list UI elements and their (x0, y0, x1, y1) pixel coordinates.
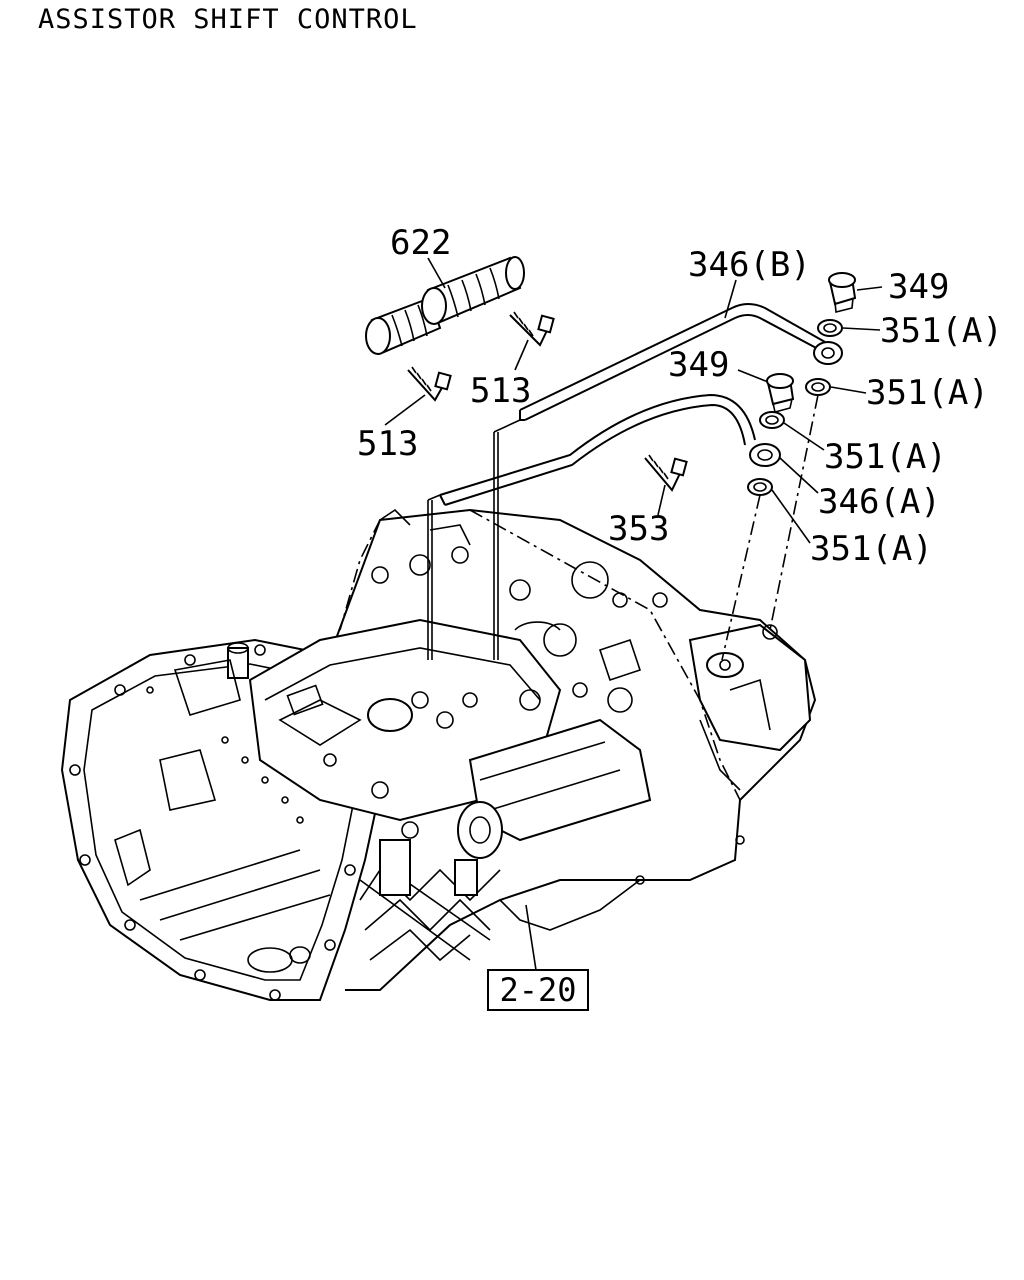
gasket-351a-4 (747, 478, 773, 496)
part-label-351a-1: 351(A) (880, 311, 1003, 351)
part-label-353: 353 (608, 509, 669, 549)
gasket-351a-1 (817, 319, 843, 337)
eye-bolt-349-lower (766, 373, 795, 413)
part-label-351a-2: 351(A) (866, 373, 989, 413)
transmission-housing (60, 508, 817, 1001)
hose-sleeve-622 (365, 256, 525, 355)
part-label-351a-4: 351(A) (810, 529, 933, 569)
page-title: ASSISTOR SHIFT CONTROL (38, 4, 418, 35)
gasket-351a-2 (805, 378, 831, 396)
reference-label[interactable]: 2-20 (499, 971, 576, 1009)
clip-513-upper (509, 311, 555, 347)
part-label-346b: 346(B) (688, 245, 811, 285)
part-label-513-upper: 513 (470, 371, 531, 411)
eye-bolt-349-upper (828, 272, 857, 314)
reference-box[interactable]: 2-20 (487, 969, 589, 1011)
pipe-346b (493, 303, 826, 660)
clip-513-lower (407, 366, 452, 402)
clip-353 (644, 454, 688, 492)
part-label-351a-3: 351(A) (824, 437, 947, 477)
part-label-349-lower: 349 (668, 345, 729, 385)
part-label-349-upper: 349 (888, 267, 949, 307)
part-label-513-lower: 513 (357, 424, 418, 464)
gasket-351a-3 (759, 411, 785, 429)
part-label-622: 622 (390, 223, 451, 263)
part-label-346a: 346(A) (818, 482, 941, 522)
leader-lines (384, 257, 883, 971)
banjo-fitting-346b (813, 341, 843, 365)
banjo-fitting-346a (749, 443, 781, 467)
pipe-346a (427, 393, 756, 660)
